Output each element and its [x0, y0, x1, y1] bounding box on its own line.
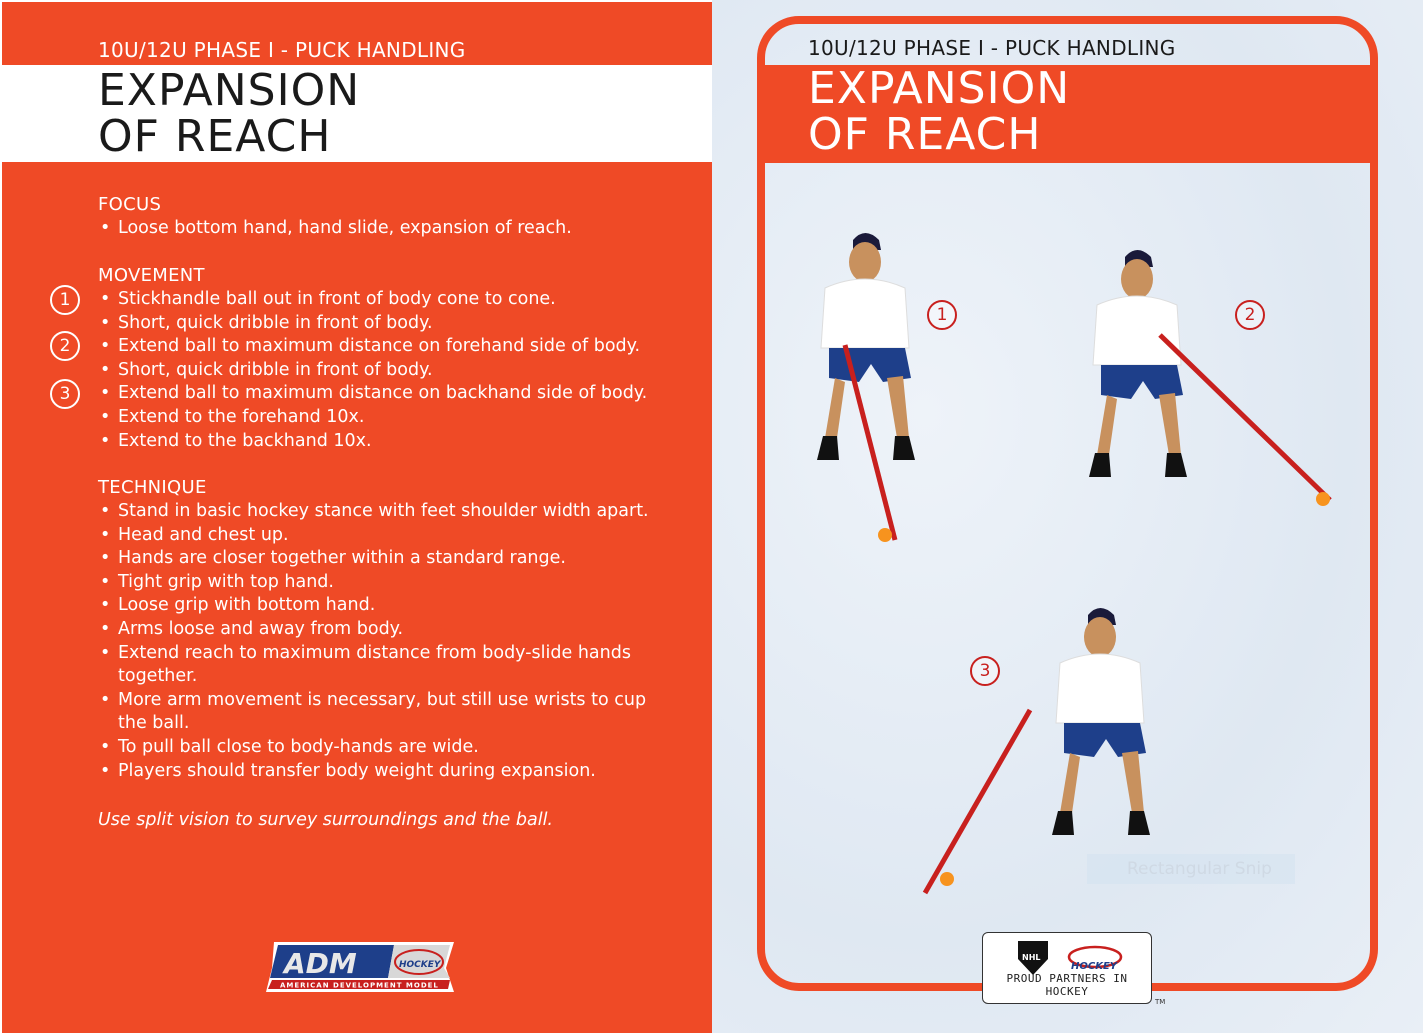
title-line: OF REACH — [98, 111, 332, 162]
program-subtitle: 10U/12U PHASE I - PUCK HANDLING — [808, 36, 1176, 60]
list-item: Arms loose and away from body. — [98, 618, 658, 642]
title-band — [2, 65, 712, 162]
movement-section: MOVEMENT Stickhandle ball out in front o… — [98, 265, 647, 453]
list-item: Extend ball to maximum distance on backh… — [98, 382, 647, 406]
partners-text: PROUD PARTNERS IN HOCKEY — [1006, 972, 1128, 998]
focus-heading: FOCUS — [98, 194, 162, 215]
list-item: More arm movement is necessary, but stil… — [98, 689, 658, 736]
program-subtitle: 10U/12U PHASE I - PUCK HANDLING — [98, 38, 466, 62]
list-item: Head and chest up. — [98, 524, 658, 548]
list-item: Short, quick dribble in front of body. — [98, 312, 647, 336]
trademark: TM — [1155, 998, 1166, 1006]
ball — [878, 528, 892, 542]
svg-text:HOCKEY: HOCKEY — [399, 960, 442, 970]
step-marker-2: 2 — [50, 331, 80, 361]
technique-section: TECHNIQUE Stand in basic hockey stance w… — [98, 477, 658, 783]
step-marker-1: 1 — [50, 285, 80, 315]
svg-text:NHL: NHL — [1022, 953, 1041, 962]
list-item: Stand in basic hockey stance with feet s… — [98, 500, 658, 524]
list-item: Loose grip with bottom hand. — [98, 594, 658, 618]
player-illustrations — [816, 232, 1332, 895]
title-line: EXPANSION — [98, 65, 361, 116]
player-2 — [1088, 249, 1332, 506]
player-3 — [922, 607, 1151, 895]
focus-section: FOCUS Loose bottom hand, hand slide, exp… — [98, 194, 572, 241]
instructions-panel: 10U/12U PHASE I - PUCK HANDLING EXPANSIO… — [2, 2, 712, 1033]
title-line: EXPANSION — [808, 63, 1071, 114]
list-item: Extend ball to maximum distance on foreh… — [98, 335, 647, 359]
movement-heading: MOVEMENT — [98, 265, 205, 286]
list-item: Extend to the forehand 10x. — [98, 406, 647, 430]
illustration-panel — [712, 0, 1423, 1033]
step-marker-3: 3 — [970, 656, 1000, 686]
list-item: Extend to the backhand 10x. — [98, 430, 647, 454]
title-band — [765, 65, 1370, 163]
title-line: OF REACH — [808, 109, 1042, 160]
list-item: Short, quick dribble in front of body. — [98, 359, 647, 383]
step-marker-2: 2 — [1235, 300, 1265, 330]
technique-heading: TECHNIQUE — [98, 477, 207, 498]
coaching-note: Use split vision to survey surroundings … — [98, 810, 553, 830]
partners-logo: NHL HOCKEY PROUD PARTNERS IN HOCKEY — [982, 932, 1152, 1004]
list-item: Stickhandle ball out in front of body co… — [98, 288, 647, 312]
player-1 — [816, 232, 916, 542]
ball — [1316, 492, 1330, 506]
step-marker-1: 1 — [927, 300, 957, 330]
list-item: Extend reach to maximum distance from bo… — [98, 642, 658, 689]
svg-text:HOCKEY: HOCKEY — [1071, 961, 1119, 972]
list-item: To pull ball close to body-hands are wid… — [98, 736, 658, 760]
ball — [940, 872, 954, 886]
svg-text:AMERICAN DEVELOPMENT MODEL: AMERICAN DEVELOPMENT MODEL — [280, 982, 439, 990]
list-item: Hands are closer together within a stand… — [98, 547, 658, 571]
step-marker-3: 3 — [50, 379, 80, 409]
list-item: Players should transfer body weight duri… — [98, 760, 658, 784]
list-item: Loose bottom hand, hand slide, expansion… — [98, 217, 572, 241]
nhl-usa-hockey-logos: NHL HOCKEY — [1018, 941, 1123, 975]
adm-logo-text: ADM — [282, 947, 357, 980]
rectangular-snip-overlay[interactable]: Rectangular Snip — [1087, 854, 1295, 884]
list-item: Tight grip with top hand. — [98, 571, 658, 595]
adm-logo: ADM HOCKEY AMERICAN DEVELOPMENT MODEL — [266, 942, 454, 992]
